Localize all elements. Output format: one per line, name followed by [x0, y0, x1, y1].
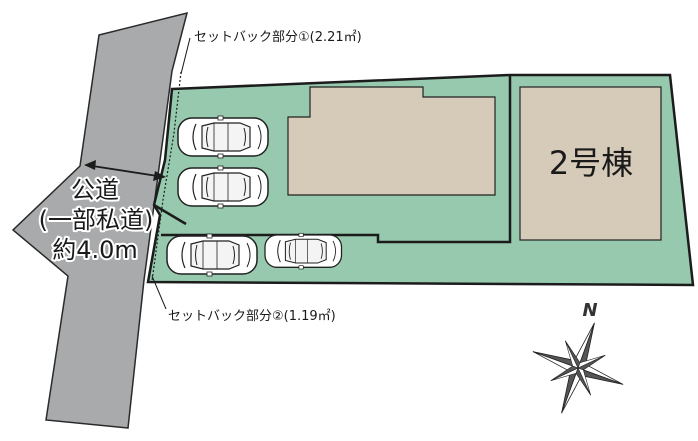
road-label-line-1: 公道 [71, 176, 119, 204]
compass-rose [532, 322, 624, 414]
parking-car-3 [166, 233, 258, 277]
parking-car-2 [177, 165, 269, 209]
north-label: N [582, 300, 597, 321]
public-road [11, 11, 189, 429]
setback-1-leader [180, 37, 191, 75]
building-2 [519, 86, 662, 241]
dimension-arrowhead-left [84, 160, 96, 170]
road-width-dimension [85, 164, 165, 178]
road-label: 公道 (一部私道) 約4.0m [37, 174, 156, 266]
setback-diagonal [153, 203, 187, 226]
road-label-line-3: 約4.0m [52, 236, 138, 264]
building-2-label: 2号棟 [549, 144, 633, 182]
setback-1-label: セットバック部分①(2.21㎡) [194, 30, 362, 45]
parking-car-1 [177, 115, 269, 159]
parking-car-4 [264, 232, 343, 270]
setback-2-leader [151, 275, 167, 310]
setback-2-label: セットバック部分②(1.19㎡) [168, 309, 336, 324]
dimension-arrowhead-right [153, 171, 166, 181]
building-1 [287, 86, 496, 196]
road-label-line-2: (一部私道) [39, 206, 154, 234]
